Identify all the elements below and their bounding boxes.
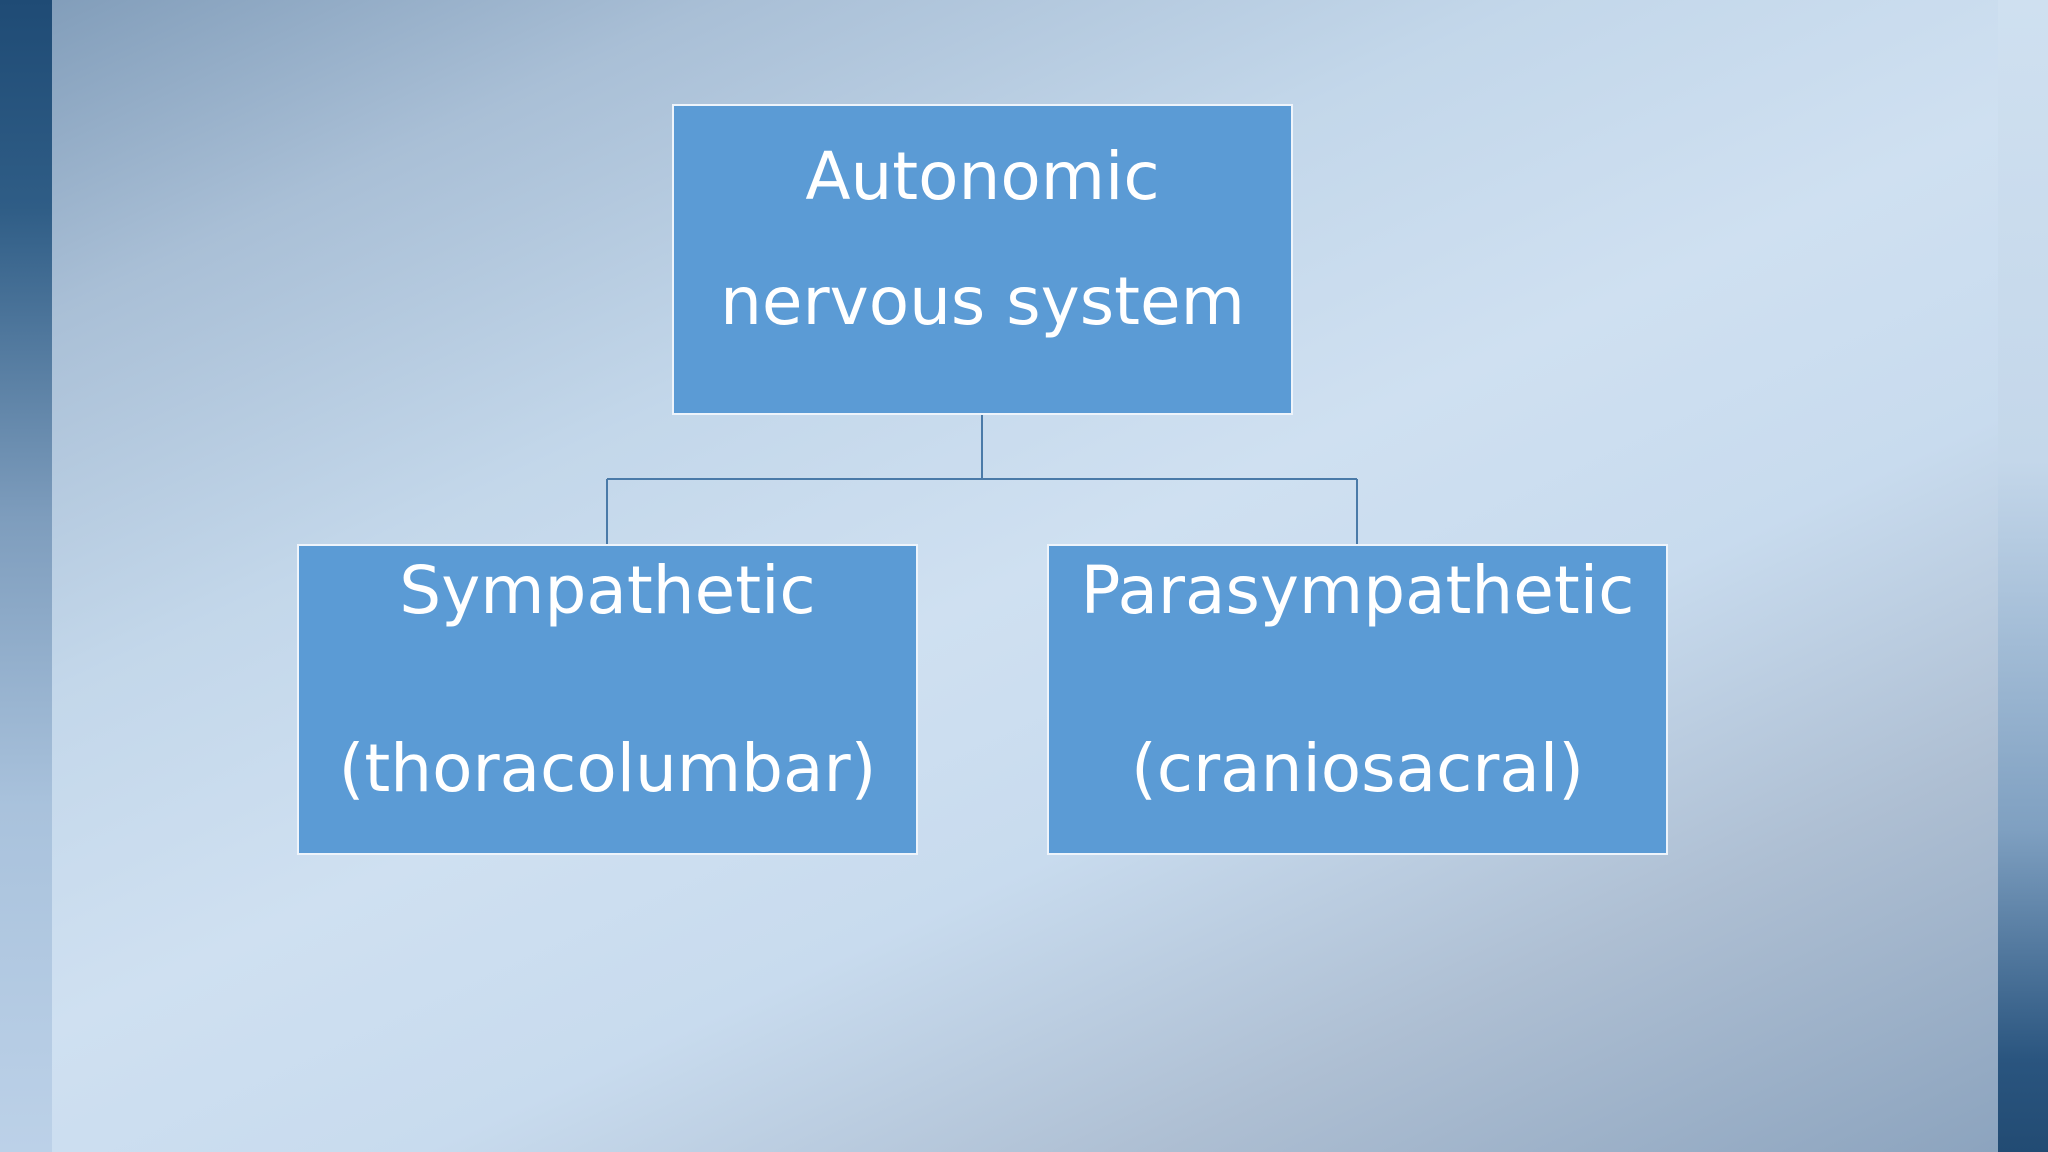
right-edge-strip: [1998, 0, 2048, 1152]
node-autonomic-nervous-system: Autonomic nervous system: [672, 104, 1293, 415]
node-label-line-1: Autonomic: [805, 138, 1160, 215]
node-parasympathetic: Parasympathetic (craniosacral): [1047, 544, 1668, 855]
node-sympathetic: Sympathetic (thoracolumbar): [297, 544, 918, 855]
node-label-line-2: (thoracolumbar): [338, 730, 877, 807]
left-edge-strip: [0, 0, 52, 1152]
node-label-line-2: nervous system: [720, 263, 1245, 340]
node-label-line-2: (craniosacral): [1131, 730, 1584, 807]
node-label-line-1: Parasympathetic: [1080, 552, 1635, 629]
node-label-line-1: Sympathetic: [399, 552, 816, 629]
